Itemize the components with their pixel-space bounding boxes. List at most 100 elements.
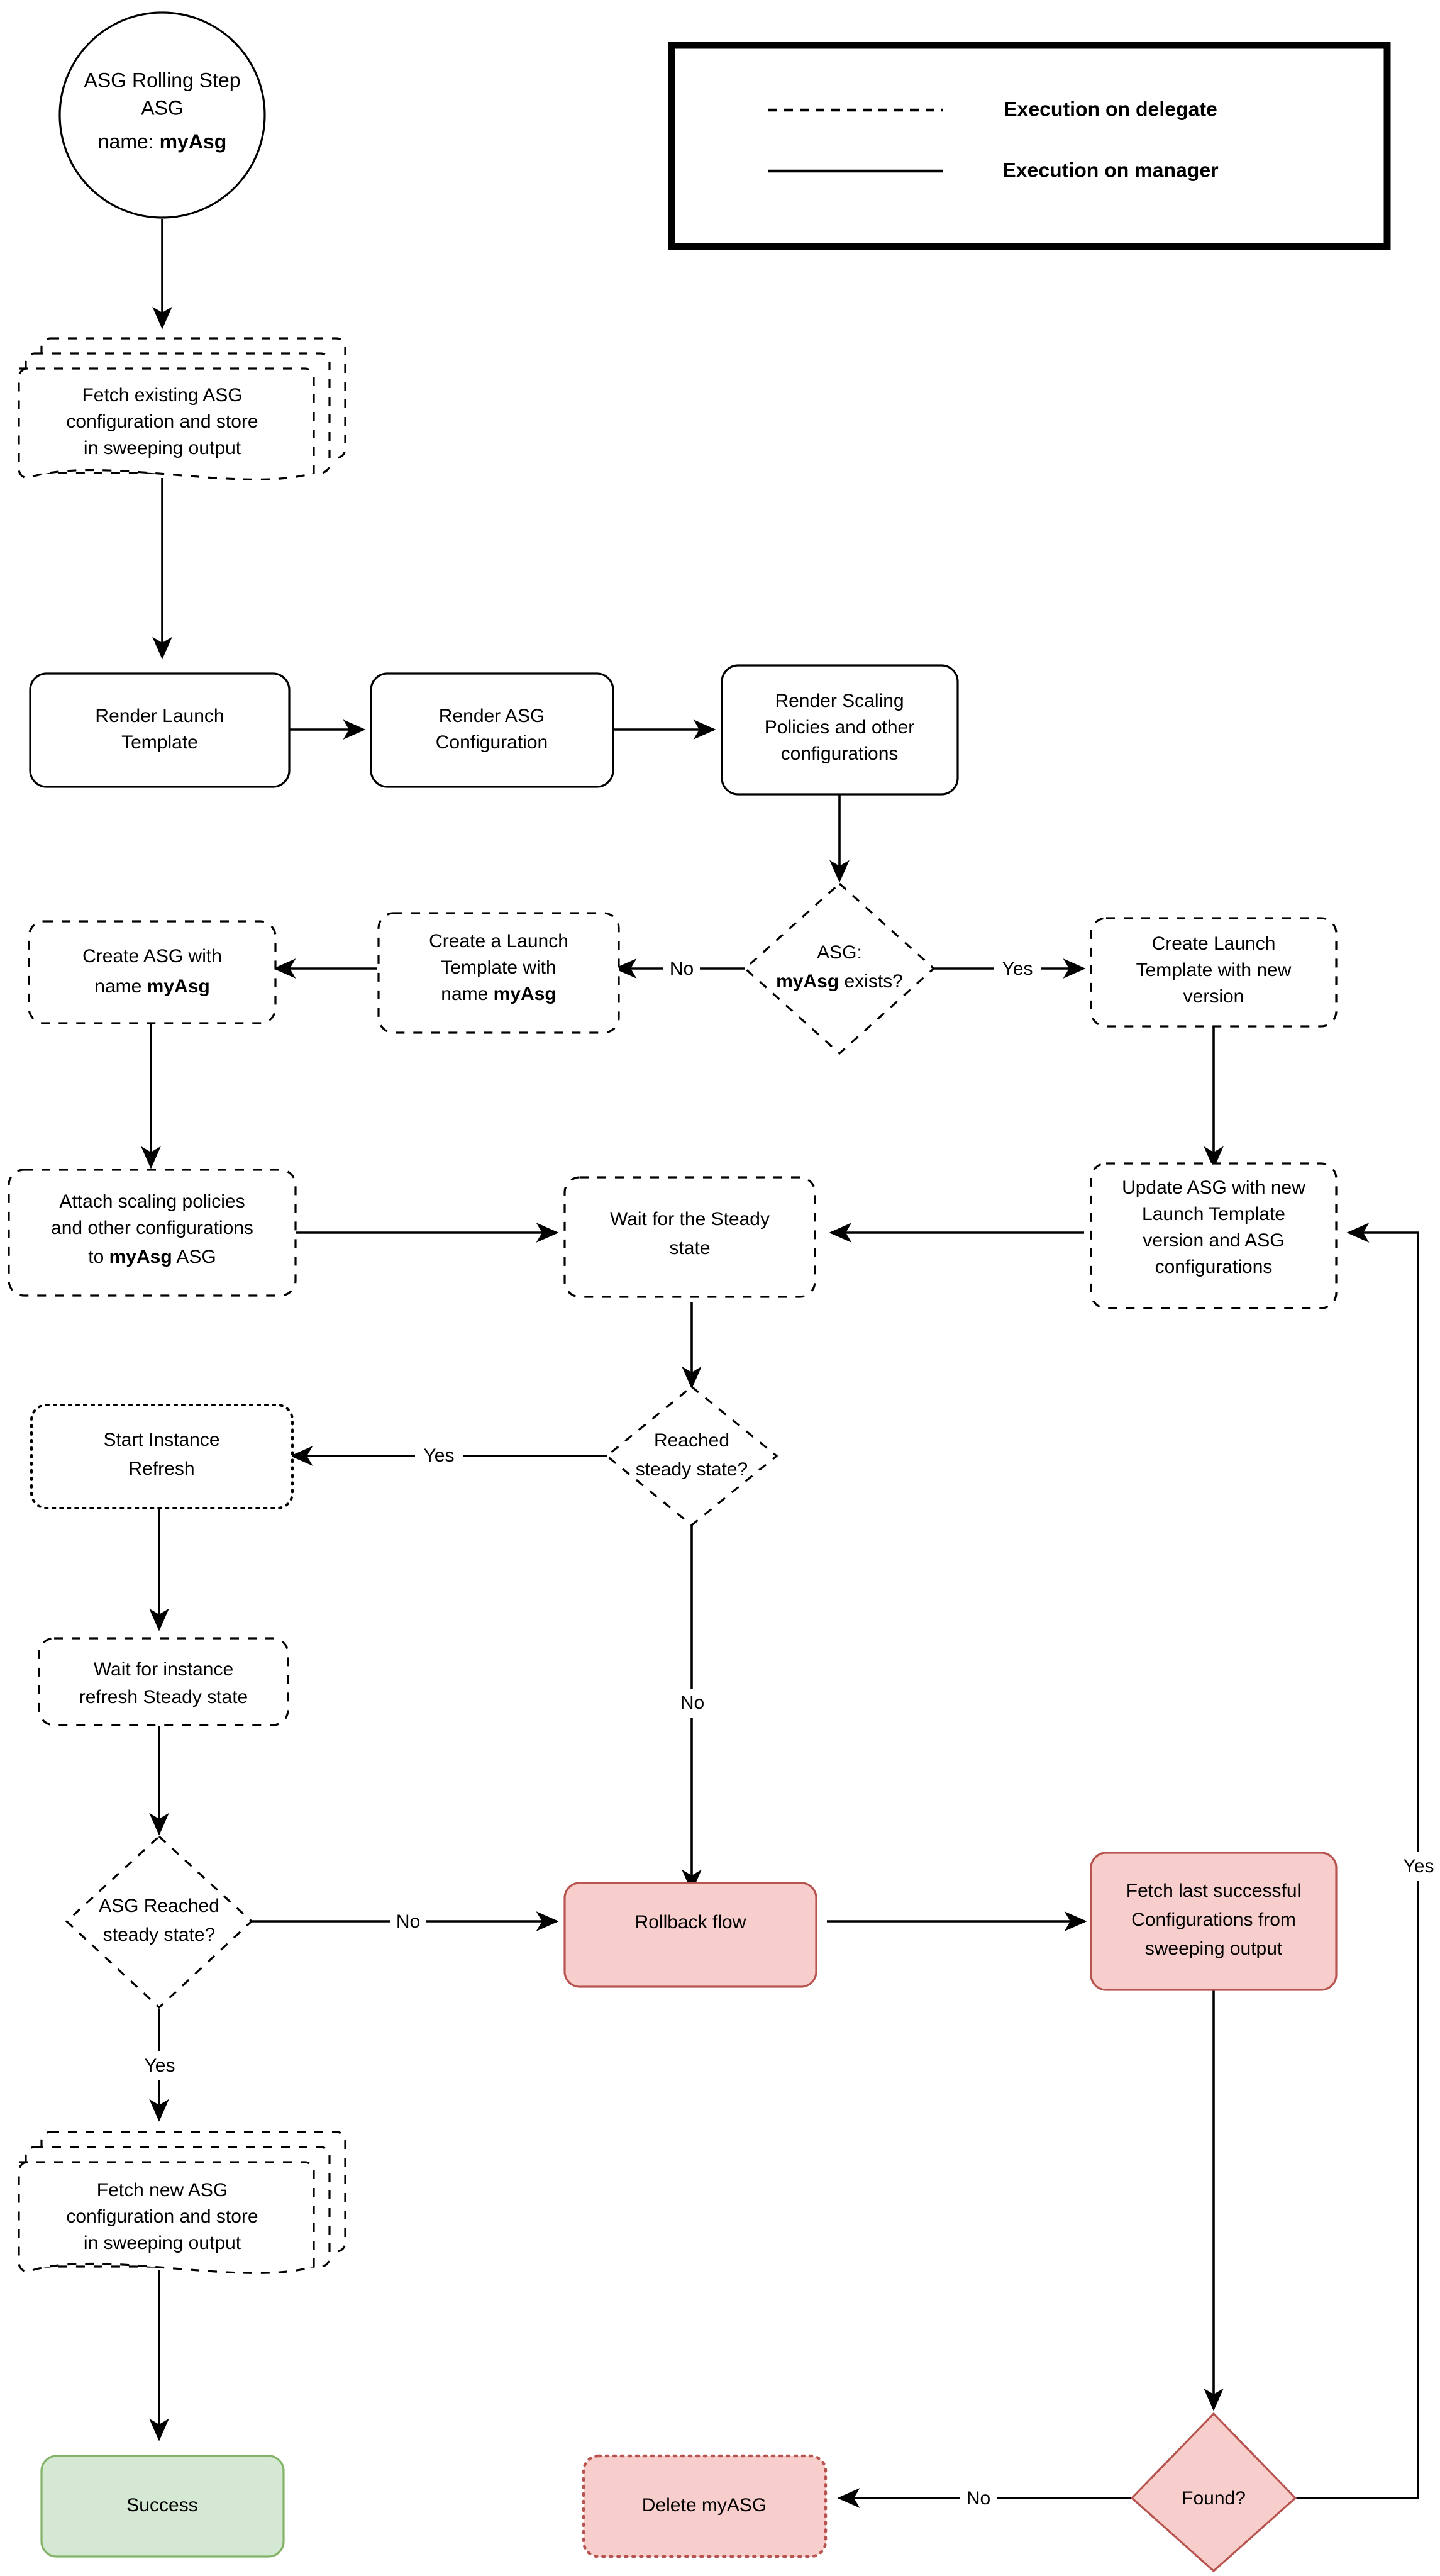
create-launch-template-version-box[interactable] bbox=[1090, 917, 1338, 1028]
fetch-last-successful-line-3: sweeping output bbox=[1145, 1938, 1283, 1959]
asg-reached-steady-diamond[interactable] bbox=[65, 1835, 253, 2009]
edge-label-reached-yes: Yes bbox=[424, 1445, 455, 1466]
wait-instance-refresh-box[interactable] bbox=[38, 1637, 289, 1726]
update-asg-box[interactable] bbox=[1090, 1162, 1338, 1309]
edge-label-asg-exists-no: No bbox=[670, 958, 694, 979]
create-asg-with-name-box[interactable] bbox=[28, 920, 277, 1024]
attach-scaling-policies-line-3: to myAsg ASG bbox=[88, 1246, 216, 1267]
create-launch-template-named-box[interactable] bbox=[377, 912, 620, 1034]
start-instance-refresh-line-2: Refresh bbox=[128, 1458, 194, 1479]
wait-for-steady-state-line-2: state bbox=[669, 1238, 710, 1258]
create-asg-with-name-line-2: name myAsg bbox=[94, 976, 209, 997]
fetch-last-successful-line-2: Configurations from bbox=[1131, 1909, 1296, 1930]
asg-exists-line-2: myAsg exists? bbox=[776, 971, 903, 992]
node-delete-myasg[interactable]: Delete myASG bbox=[582, 2454, 828, 2558]
delete-myasg-box[interactable] bbox=[582, 2454, 828, 2558]
fetch-existing-line-2: configuration and store bbox=[66, 411, 258, 432]
attach-scaling-policies-line-2: and other configurations bbox=[51, 1218, 253, 1238]
create-launch-template-version-line-1: Create Launch bbox=[1152, 933, 1276, 954]
asg-exists-line-1: ASG: bbox=[817, 942, 862, 963]
node-wait-instance-refresh[interactable]: Wait for instance refresh Steady state bbox=[38, 1637, 289, 1726]
asg-reached-steady-line-2: steady state? bbox=[103, 1924, 215, 1945]
start-line-3: name: myAsg bbox=[98, 130, 227, 153]
create-launch-template-version-line-3: version bbox=[1183, 986, 1244, 1007]
fetch-existing-line-1: Fetch existing ASG bbox=[82, 385, 242, 406]
render-scaling-policies-line-1: Render Scaling bbox=[775, 691, 904, 711]
node-rollback-flow[interactable]: Rollback flow bbox=[563, 1882, 817, 1988]
node-start[interactable]: ASG Rolling Step ASG name: myAsg bbox=[58, 11, 266, 219]
start-instance-refresh-box[interactable] bbox=[30, 1404, 294, 1509]
create-launch-template-named-line-2: Template with bbox=[441, 957, 556, 978]
legend-box bbox=[668, 42, 1391, 250]
edge-labels: No Yes Yes No No Yes No Yes bbox=[136, 955, 1440, 2513]
update-asg-line-1: Update ASG with new bbox=[1122, 1177, 1305, 1198]
render-launch-template-box[interactable] bbox=[29, 672, 291, 788]
attach-scaling-policies-box[interactable] bbox=[8, 1169, 297, 1297]
fetch-new-line-1: Fetch new ASG bbox=[97, 2180, 228, 2201]
node-fetch-last-successful[interactable]: Fetch last successful Configurations fro… bbox=[1090, 1852, 1338, 1991]
create-launch-template-version-line-2: Template with new bbox=[1136, 960, 1292, 980]
node-create-launch-template-version[interactable]: Create Launch Template with new version bbox=[1090, 917, 1338, 1028]
wait-for-steady-state-line-1: Wait for the Steady bbox=[610, 1209, 770, 1230]
node-fetch-existing-asg[interactable]: Fetch existing ASG configuration and sto… bbox=[18, 337, 346, 480]
fetch-new-doc-front[interactable] bbox=[18, 2161, 315, 2274]
node-success[interactable]: Success bbox=[40, 2455, 285, 2558]
node-found-decision[interactable]: Found? bbox=[1130, 2412, 1297, 2573]
update-asg-line-2: Launch Template bbox=[1142, 1204, 1285, 1224]
found-diamond[interactable] bbox=[1130, 2412, 1297, 2573]
rollback-flow-label: Rollback flow bbox=[635, 1912, 746, 1933]
edge-label-asg-reached-yes: Yes bbox=[145, 2055, 175, 2076]
node-render-scaling-policies[interactable]: Render Scaling Policies and other config… bbox=[721, 664, 959, 796]
legend-label-delegate: Execution on delegate bbox=[1004, 97, 1217, 120]
node-attach-scaling-policies[interactable]: Attach scaling policies and other config… bbox=[8, 1169, 297, 1297]
edge-label-asg-exists-yes: Yes bbox=[1002, 958, 1033, 979]
create-launch-template-named-line-1: Create a Launch bbox=[429, 931, 568, 952]
start-line-1: ASG Rolling Step bbox=[84, 69, 240, 91]
reached-steady-state-line-1: Reached bbox=[654, 1430, 729, 1451]
success-box[interactable] bbox=[40, 2455, 285, 2558]
fetch-existing-line-3: in sweeping output bbox=[84, 438, 241, 458]
edge-label-found-no: No bbox=[966, 2488, 990, 2509]
fetch-last-successful-box[interactable] bbox=[1090, 1852, 1338, 1991]
success-label: Success bbox=[126, 2495, 197, 2516]
node-start-instance-refresh[interactable]: Start Instance Refresh bbox=[30, 1404, 294, 1509]
render-asg-configuration-box[interactable] bbox=[370, 672, 614, 788]
legend-label-manager: Execution on manager bbox=[1002, 158, 1218, 181]
node-update-asg[interactable]: Update ASG with new Launch Template vers… bbox=[1090, 1162, 1338, 1309]
render-launch-template-line-1: Render Launch bbox=[95, 706, 224, 726]
asg-reached-steady-line-1: ASG Reached bbox=[99, 1896, 219, 1916]
reached-steady-state-diamond[interactable] bbox=[605, 1385, 778, 1527]
node-asg-reached-steady-decision[interactable]: ASG Reached steady state? bbox=[65, 1835, 253, 2009]
node-render-launch-template[interactable]: Render Launch Template bbox=[29, 672, 291, 788]
node-create-launch-template-named[interactable]: Create a Launch Template with name myAsg bbox=[377, 912, 620, 1034]
legend: Execution on delegate Execution on manag… bbox=[668, 42, 1391, 250]
node-fetch-new-asg[interactable]: Fetch new ASG configuration and store in… bbox=[18, 2131, 346, 2274]
wait-for-steady-state-box[interactable] bbox=[563, 1176, 816, 1298]
fetch-existing-doc-front[interactable] bbox=[18, 367, 315, 480]
render-asg-configuration-line-1: Render ASG bbox=[439, 706, 545, 726]
edge-label-found-yes: Yes bbox=[1404, 1856, 1434, 1877]
start-instance-refresh-line-1: Start Instance bbox=[103, 1430, 219, 1450]
render-scaling-policies-box[interactable] bbox=[721, 664, 959, 796]
create-asg-with-name-line-1: Create ASG with bbox=[82, 946, 222, 967]
asg-exists-diamond[interactable] bbox=[743, 882, 936, 1055]
edge-label-reached-no: No bbox=[680, 1692, 704, 1713]
delete-myasg-label: Delete myASG bbox=[642, 2495, 767, 2516]
attach-scaling-policies-line-1: Attach scaling policies bbox=[59, 1191, 245, 1212]
fetch-last-successful-line-1: Fetch last successful bbox=[1126, 1880, 1301, 1901]
fetch-new-line-3: in sweeping output bbox=[84, 2233, 241, 2253]
render-scaling-policies-line-3: configurations bbox=[781, 743, 899, 764]
node-create-asg-with-name[interactable]: Create ASG with name myAsg bbox=[28, 920, 277, 1024]
start-circle[interactable] bbox=[58, 11, 266, 219]
node-asg-exists-decision[interactable]: ASG: myAsg exists? bbox=[743, 882, 936, 1055]
found-label: Found? bbox=[1182, 2488, 1246, 2509]
create-launch-template-named-line-3: name myAsg bbox=[441, 984, 556, 1004]
node-render-asg-configuration[interactable]: Render ASG Configuration bbox=[370, 672, 614, 788]
rollback-flow-box[interactable] bbox=[563, 1882, 817, 1988]
update-asg-line-3: version and ASG bbox=[1143, 1230, 1284, 1251]
render-launch-template-line-2: Template bbox=[121, 732, 198, 753]
node-reached-steady-state-decision[interactable]: Reached steady state? bbox=[605, 1385, 778, 1527]
node-wait-for-steady-state[interactable]: Wait for the Steady state bbox=[563, 1176, 816, 1298]
